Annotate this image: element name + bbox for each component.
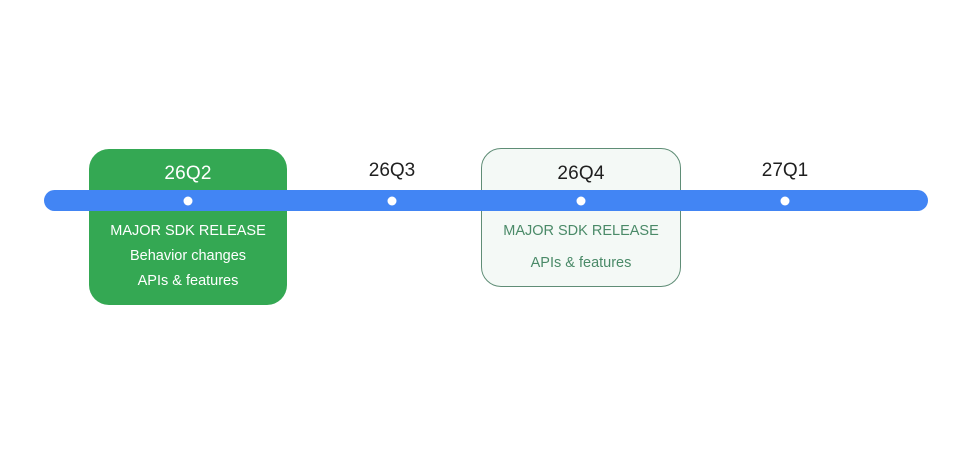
milestone-card-26q2[interactable]: 26Q2 MAJOR SDK RELEASE Behavior changes … <box>89 149 287 305</box>
timeline-label-26q3: 26Q3 <box>368 160 416 181</box>
timeline-dot-26q2[interactable] <box>183 196 193 205</box>
milestone-title-26q4: 26Q4 <box>557 163 605 184</box>
milestone-body-26q4: MAJOR SDK RELEASE APIs & features <box>482 219 680 276</box>
milestone-body-26q2: MAJOR SDK RELEASE Behavior changes APIs … <box>89 219 287 294</box>
milestone-card-26q4[interactable]: 26Q4 MAJOR SDK RELEASE APIs & features <box>481 148 681 287</box>
milestone-line: MAJOR SDK RELEASE <box>503 223 659 239</box>
milestone-line: APIs & features <box>137 273 239 289</box>
timeline-label-27q1: 27Q1 <box>761 160 809 181</box>
timeline-bar <box>44 190 928 211</box>
timeline-dot-27q1[interactable] <box>780 196 790 205</box>
milestone-line: MAJOR SDK RELEASE <box>110 223 266 239</box>
timeline-dot-26q4[interactable] <box>576 196 586 205</box>
milestone-line: APIs & features <box>530 255 632 271</box>
milestone-line: Behavior changes <box>129 248 247 264</box>
milestone-title-26q2: 26Q2 <box>164 163 212 184</box>
timeline-dot-26q3[interactable] <box>387 196 397 205</box>
